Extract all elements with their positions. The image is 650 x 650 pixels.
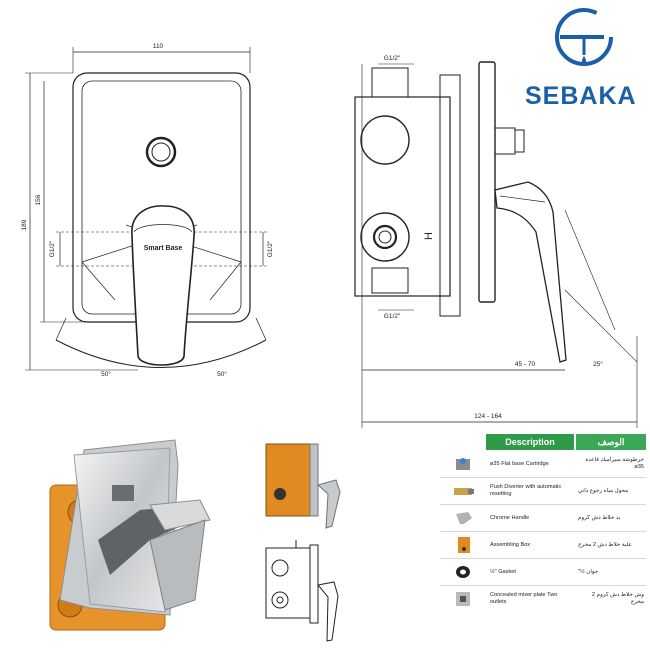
row-arabic: خرطوشة سيراميك قاعدة ø35 [585,457,644,470]
table-header: Description الوصف [440,434,646,450]
cartridge-icon [456,458,470,470]
row-arabic: محول مياه رجوع ذاتي [578,487,629,494]
row-arabic: جوان ½" [578,568,599,575]
gasket-icon [456,566,470,578]
height-outer-dimension: 189 [21,219,28,230]
side-sketch [265,540,339,642]
right-thread-label: G1/2" [267,240,274,257]
row-description: Chrome Handle [490,514,530,521]
outlet-top [360,115,410,165]
side-render [265,443,341,529]
faceplate-side [478,61,496,303]
header-description: Description [486,434,574,450]
table-row: ½" Gasket جوان ½" [440,559,646,586]
top-thread-label: G1/2" [384,55,401,62]
side-view [354,61,638,428]
angle-right-label: 50° [217,370,227,378]
front-view [25,47,268,371]
row-description: ½" Gasket [490,568,516,575]
product-render [49,439,211,631]
wall-box [439,74,461,317]
height-inner-dimension: 156 [35,194,42,205]
angle-left-label: 50° [101,370,111,378]
table-row: Concealed mixer plate Two outlets وش خلا… [440,586,646,612]
width-dimension: 110 [153,43,164,50]
handle-outline [131,205,195,366]
side-angle-label: 25° [593,360,603,368]
header-arabic: الوصف [576,434,646,450]
h-label: H [423,232,435,240]
row-arabic: علبة خلاط دش 2 مخرج [578,541,632,548]
brand-name: SEBAKA [525,82,637,110]
row-description: ø35 Flat base Cartridge [490,460,549,467]
rotation-arc [55,339,267,368]
row-arabic: يد خلاط دش كروم [578,514,621,521]
handle-brand-text: Smart Base [144,245,183,252]
range-dimension: 45 - 70 [515,361,536,368]
components-table: Description الوصف ø35 Flat base Cartridg… [440,434,646,610]
sebaka-logo [555,8,613,66]
diverter-button [145,136,177,168]
left-thread-label: G1/2" [49,240,56,257]
box-icon [458,537,470,553]
handle-side [494,181,567,363]
table-row: Chrome Handle يد خلاط دش كروم [440,505,646,532]
outlet-bottom [360,212,410,262]
depth-dimension: 124 - 164 [474,413,502,420]
diverter-icon [454,488,474,495]
plate-icon [456,592,470,606]
row-description: Concealed mixer plate Two outlets [490,592,558,605]
table-row: Push Diverter with automatic resetting م… [440,478,646,505]
row-arabic: وش خلاط دش كروم 2 مخرج [591,592,644,605]
handle-icon [456,512,472,524]
diverter-button-inner [151,142,171,162]
table-row: Assembling Box علبة خلاط دش 2 مخرج [440,532,646,559]
valve-body [354,96,451,297]
bottom-thread-label: G1/2" [384,313,401,320]
table-row: ø35 Flat base Cartridge خرطوشة سيراميك ق… [440,451,646,478]
row-description: Assembling Box [490,541,531,548]
row-description: Push Diverter with automatic resetting [490,484,562,497]
